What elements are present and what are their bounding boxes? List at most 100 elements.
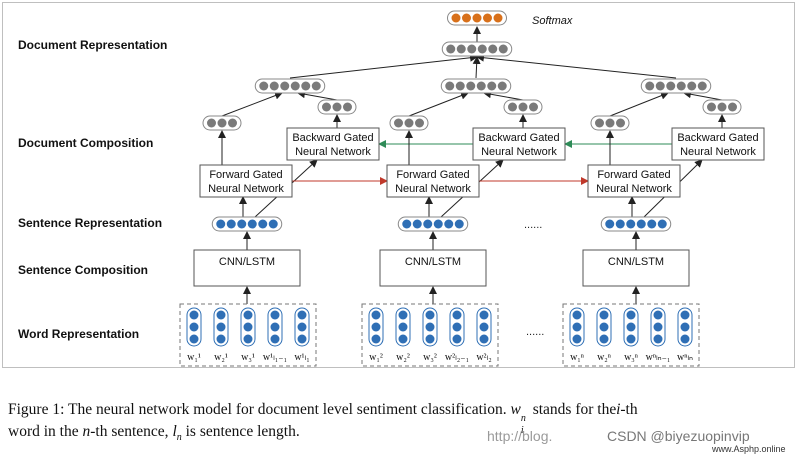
softmax-layer-node [472, 13, 482, 23]
caption-l-symbol: ln [172, 423, 182, 444]
document-vector-node [488, 44, 498, 54]
sentence-n-forward-gated-box-label-line1: Forward Gated [597, 169, 670, 181]
sentence-1-word-node [243, 310, 253, 320]
sentence-n-word-node [653, 322, 663, 332]
sentence-2-forward-output-node [415, 118, 424, 128]
sentence-n-word-node [680, 310, 690, 320]
sentence-1-forward-output-node [217, 118, 227, 128]
sentence-1-cnn-lstm-box [193, 249, 301, 287]
sentence-2-word-label: w₁² [369, 352, 383, 363]
sentence-2-word-node [425, 322, 435, 332]
sentence-1-backward-gated-box-label-line2: Neural Network [295, 146, 371, 158]
sentence-n-backward-gated-box [671, 127, 765, 161]
caption-line2-prefix: word in the [8, 423, 79, 440]
sentence-2-word-node [371, 310, 381, 320]
sentence-n-word-label: wⁿₗₙ [677, 352, 693, 363]
sentence-n-word-node [653, 310, 663, 320]
sentence-2-word-node [398, 310, 408, 320]
watermark-site: www.Asphp.online [712, 444, 786, 454]
sentence-n-backward-output-node [728, 102, 737, 112]
sentence-2-word-node [479, 310, 489, 320]
sentence-2-word-node [371, 322, 381, 332]
sentence-n-backward-gated-box-label-line2: Neural Network [680, 146, 756, 158]
sentence-n-sentence-vector-node [626, 219, 636, 229]
sentence-2-sentence-vector-node [402, 219, 412, 229]
sentence-1-sentence-vector-node [237, 219, 247, 229]
caption-i-symbol: i [616, 401, 621, 418]
softmax-label: Softmax [532, 15, 573, 27]
sentence-n-word-node [599, 322, 609, 332]
document-vector-node [456, 44, 466, 54]
sentence-n-word-node [680, 334, 690, 344]
sentence-2-word-label: w²ₗ₂₋₁ [445, 352, 469, 363]
sentence-2-forward-gated-box [386, 164, 480, 198]
sentence-2-word-node [479, 322, 489, 332]
sentence-1-word-node [297, 322, 307, 332]
sentence-2-backward-gated-box-label-line1: Backward Gated [478, 132, 559, 144]
sentence-n-word-node [572, 334, 582, 344]
sentence-1-forward-output-node [207, 118, 216, 128]
sentence-n-word-node [626, 334, 636, 344]
watermark-blog: http://blog. [487, 428, 553, 444]
sentence-2-backward-gated-box-label-line2: Neural Network [481, 146, 557, 158]
sentence-1-word-node [297, 310, 307, 320]
sentence-2-word-node [452, 310, 462, 320]
sentence-2-word-group [361, 303, 499, 367]
caption-line1-prefix: Figure 1: The neural network model for d… [8, 401, 507, 418]
sentence-2-arrow-fwd-out-up [408, 91, 469, 117]
sentence-n-word-node [680, 322, 690, 332]
softmax-layer-node [462, 13, 471, 23]
sentence-n-word-label: w₃ⁿ [624, 352, 638, 363]
sentence-2-arrow-to-doc [472, 56, 481, 79]
sentence-2-word-node [452, 322, 462, 332]
node-layers [202, 10, 742, 232]
document-vector-node [498, 44, 508, 54]
sentence-1-word-node [216, 310, 226, 320]
sentence-1-hidden-concat-node [259, 81, 269, 91]
sentence-2-backward-output-node [508, 102, 517, 112]
sentence-1-word-node [216, 334, 226, 344]
caption-line1-mid: stands for the [532, 401, 617, 418]
document-vector-node [467, 44, 477, 54]
sentence-1-arrow-bwd-out-up [297, 90, 338, 101]
sentence-n-sentence-vector-node [605, 219, 615, 229]
sentence-n-word-node [626, 310, 636, 320]
caption-line1-suffix: -th [620, 401, 638, 418]
sentence-n-forward-output-node [616, 118, 625, 128]
sentence-1-forward-gated-box-label-line1: Forward Gated [209, 169, 282, 181]
sentence-1-word-node [270, 334, 280, 344]
caption-line-2: word in the n-th sentence, ln is sentenc… [8, 421, 792, 449]
sentence-n-arrow-bwd-out-up [683, 90, 723, 101]
sentence-n-word-node [572, 310, 582, 320]
sentence-2-backward-output-node [529, 102, 538, 112]
sentence-2-forward-gated-box-label-line1: Forward Gated [396, 169, 469, 181]
sentence-1-sentence-vector-node [247, 219, 257, 229]
sentence-2-hidden-concat-node [466, 81, 476, 91]
sentence-2-backward-gated-box [472, 127, 566, 161]
sentence-n-hidden-concat-node [676, 81, 686, 91]
sentence-n-forward-output-node [595, 118, 604, 128]
sentence-n-hidden-concat-node [655, 81, 665, 91]
watermark-csdn: CSDN @biyezuopinvip [607, 428, 750, 444]
sentence-1-word-label: w₁¹ [187, 352, 201, 363]
sentence-2-sentence-vector-node [433, 219, 443, 229]
sentence-n-hidden-concat-node [687, 81, 697, 91]
sentence-1-word-node [189, 334, 199, 344]
sentence-1-sentence-vector-node [258, 219, 268, 229]
sentence-n-word-label: w₁ⁿ [570, 352, 584, 363]
sentence-n-backward-output-node [707, 102, 716, 112]
sentence-1-backward-gated-box-label-line1: Backward Gated [292, 132, 373, 144]
sentence-n-cnn-lstm-box-label-line1: CNN/LSTM [608, 256, 664, 268]
ellipsis-sentence: ...... [524, 219, 542, 231]
sentence-2-hidden-concat-node [476, 81, 486, 91]
sentence-1-arrow-to-doc [289, 53, 478, 79]
sentence-2-cnn-lstm-box [379, 249, 487, 287]
sentence-1-word-node [189, 322, 199, 332]
diagram-frame [2, 2, 795, 368]
sentence-1-forward-gated-box [199, 164, 293, 198]
sentence-2-word-label: w₃² [423, 352, 437, 363]
sentence-n-backward-gated-box-label-line1: Backward Gated [677, 132, 758, 144]
sentence-n-sentence-vector-node [647, 219, 657, 229]
sentence-2-arrow-bwd-out-up [483, 90, 524, 101]
